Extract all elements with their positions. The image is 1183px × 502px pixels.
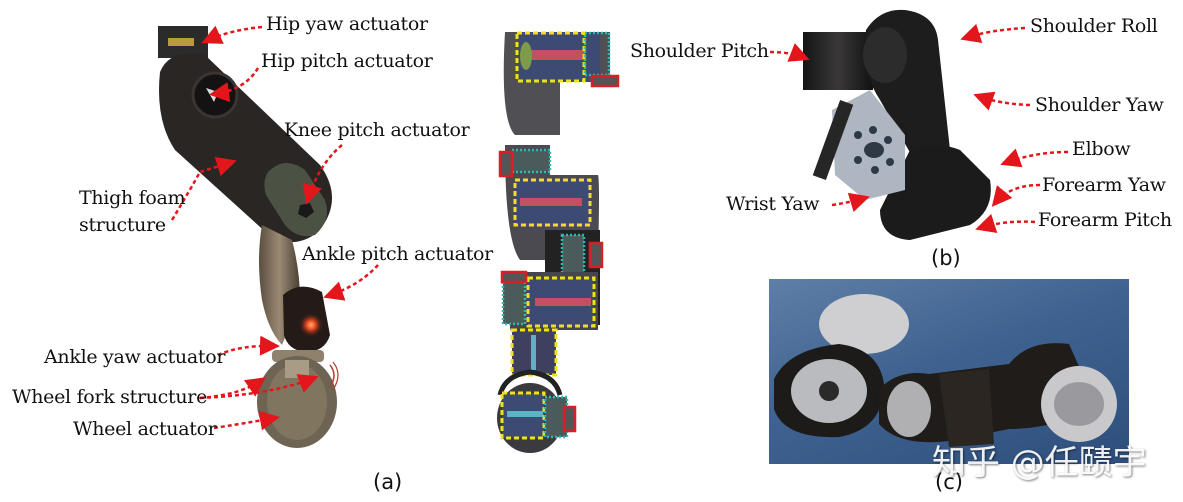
label-thigh-foam: Thigh foam: [79, 187, 186, 209]
leg-robot-photo: [158, 26, 339, 448]
label-ankle-pitch-actuator: Ankle pitch actuator: [302, 243, 493, 265]
arrow-hip-yaw: [201, 25, 263, 44]
label-shoulder-yaw: Shoulder Yaw: [1035, 94, 1164, 116]
label-elbow: Elbow: [1072, 138, 1131, 160]
leg-cad-section: [497, 31, 620, 453]
label-wrist-yaw: Wrist Yaw: [726, 193, 820, 215]
label-shoulder-pitch: Shoulder Pitch: [630, 40, 769, 62]
arrow-ankle-yaw: [217, 335, 280, 357]
arm-annotation-arrows: [769, 23, 1069, 233]
shoulder-pitch-shape: [803, 32, 873, 90]
knee-plate-shape: [264, 162, 328, 237]
label-hip-pitch-actuator: Hip pitch actuator: [261, 50, 433, 72]
arrow-wheel-fork-2: [199, 374, 319, 400]
caption-b: (b): [931, 246, 961, 270]
arrow-forearm-yaw: [991, 183, 1041, 207]
caption-c: (c): [935, 470, 963, 494]
forearm-shape: [880, 145, 991, 240]
arrow-elbow: [1000, 148, 1069, 168]
arrow-wheel-actuator: [213, 410, 280, 431]
arrow-shoulder-roll: [960, 23, 1026, 43]
label-forearm-pitch: Forearm Pitch: [1038, 209, 1172, 231]
arrow-wrist-yaw: [831, 192, 870, 212]
arm-internal-photo: [769, 279, 1129, 464]
label-wheel-fork-structure: Wheel fork structure: [12, 386, 208, 408]
watermark: 知乎 @任赜宇: [932, 443, 1147, 483]
arm-internal-photo-graphics: [774, 294, 1117, 447]
label-wheel-actuator: Wheel actuator: [73, 418, 217, 440]
arrow-hip-pitch: [209, 67, 260, 102]
arrow-shoulder-pitch: [769, 43, 810, 62]
arrow-shoulder-yaw: [973, 91, 1031, 111]
arrow-forearm-pitch: [975, 213, 1036, 233]
label-hip-yaw-actuator: Hip yaw actuator: [266, 13, 428, 35]
caption-a: (a): [373, 470, 403, 494]
label-ankle-yaw-actuator: Ankle yaw actuator: [44, 346, 226, 368]
label-knee-pitch-actuator: Knee pitch actuator: [284, 119, 470, 141]
arrow-knee-pitch: [302, 144, 343, 205]
label-shoulder-roll: Shoulder Roll: [1030, 15, 1158, 37]
label-forearm-yaw: Forearm Yaw: [1042, 174, 1166, 196]
arm-robot-photo: [803, 9, 991, 240]
arrow-ankle-pitch: [323, 264, 379, 301]
label-thigh-structure: structure: [79, 214, 166, 236]
leg-annotation-arrows: [170, 25, 379, 431]
